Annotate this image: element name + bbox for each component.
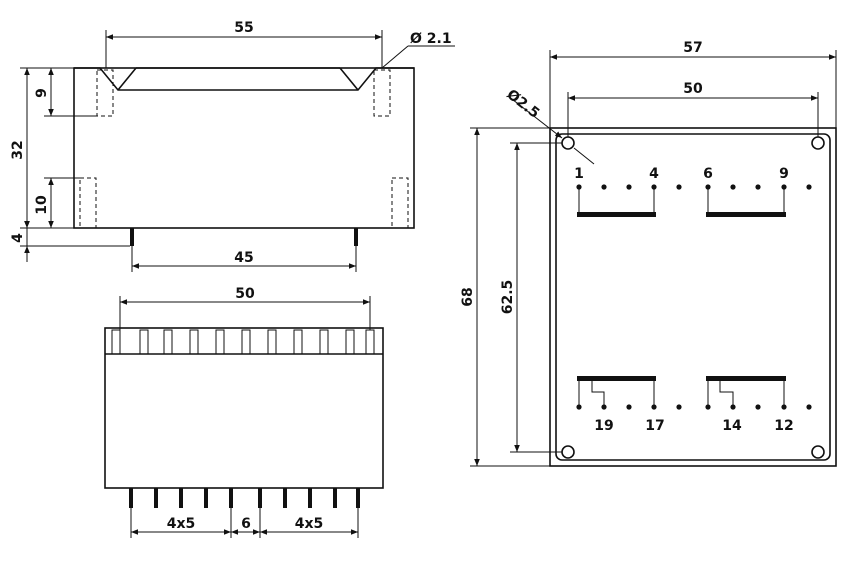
- dim-68: 68: [460, 287, 476, 306]
- dim-57: 57: [683, 40, 702, 56]
- dim-50-side: 50: [235, 286, 255, 302]
- dim-50-bottom: 50: [683, 81, 703, 97]
- hole-top-left: [561, 136, 575, 150]
- front-foot-left: [79, 177, 97, 229]
- dim-hole-2-5: Ø2.5: [504, 87, 543, 122]
- side-body: [104, 327, 384, 489]
- pin-label-19: 19: [594, 418, 613, 434]
- front-boss-right: [373, 69, 391, 117]
- base-plate: [549, 127, 837, 467]
- dim-hole-2-1: Ø 2.1: [410, 31, 452, 47]
- winding-primary-1: [577, 212, 656, 217]
- winding-secondary-1: [577, 376, 656, 381]
- front-top-edge: [74, 67, 414, 91]
- pin-dots-top: [576, 184, 812, 190]
- front-view: 55 Ø 2.1 32 9 10 4 45: [10, 20, 455, 272]
- dim-45: 45: [234, 250, 253, 266]
- hole-bottom-left: [561, 445, 575, 459]
- side-comb: [111, 329, 375, 355]
- front-foot-right: [391, 177, 409, 229]
- pin-label-4: 4: [649, 166, 659, 182]
- side-pins: [129, 488, 360, 508]
- dim-62-5: 62.5: [500, 280, 516, 315]
- pin-dots-bottom: [576, 404, 812, 410]
- bottom-view: 1 4 6 9: [460, 40, 837, 467]
- pin-label-9: 9: [779, 166, 789, 182]
- side-view: 50 4x5 6 4x5: [104, 286, 384, 538]
- dim-6: 6: [241, 516, 251, 532]
- winding-secondary-2: [706, 376, 786, 381]
- hole-top-right: [811, 136, 825, 150]
- front-pin-right: [354, 228, 358, 246]
- dim-4x5-left: 4x5: [167, 516, 196, 532]
- front-pin-left: [130, 228, 134, 246]
- dim-55: 55: [234, 20, 253, 36]
- pin-label-1: 1: [574, 166, 584, 182]
- base-plate-inner: [555, 133, 831, 461]
- pin-label-14: 14: [722, 418, 742, 434]
- front-boss-left: [96, 69, 114, 117]
- pin-label-12: 12: [774, 418, 793, 434]
- front-body: [73, 67, 415, 229]
- dim-10: 10: [34, 195, 50, 215]
- hole-bottom-right: [811, 445, 825, 459]
- pin-label-6: 6: [703, 166, 713, 182]
- dim-4: 4: [10, 233, 26, 243]
- dim-9: 9: [34, 88, 50, 98]
- dim-32: 32: [10, 140, 26, 159]
- pin-label-17: 17: [645, 418, 664, 434]
- dim-4x5-right: 4x5: [295, 516, 324, 532]
- winding-primary-2: [706, 212, 786, 217]
